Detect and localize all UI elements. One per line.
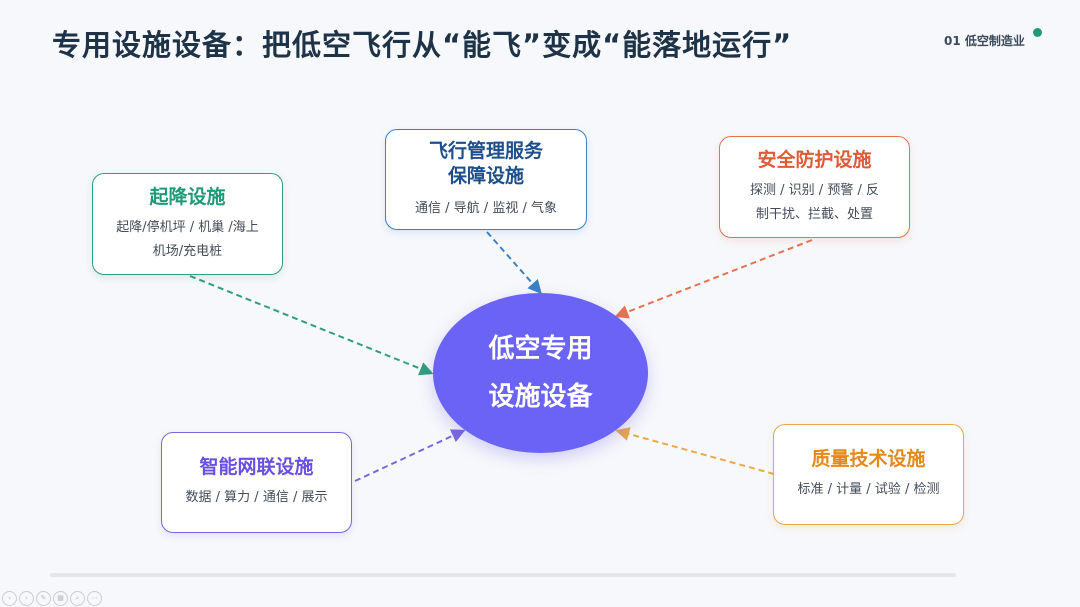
node-desc-line2: 机场/充电桩	[152, 243, 223, 259]
connector-quality	[615, 427, 775, 475]
next-icon[interactable]: ›	[19, 591, 34, 606]
page-title: 专用设施设备：把低空飞行从“能飞”变成“能落地运行”	[52, 28, 793, 62]
node-desc: 通信 / 导航 / 监视 / 气象	[415, 200, 557, 216]
node-flight-service-facilities: 飞行管理服务 保障设施 通信 / 导航 / 监视 / 气象	[385, 129, 587, 230]
connector-security	[614, 239, 813, 319]
grid-icon[interactable]: ▦	[53, 591, 68, 606]
node-title: 起降设施	[149, 185, 226, 208]
node-smart-network-facilities: 智能网联设施 数据 / 算力 / 通信 / 展示	[161, 432, 352, 533]
node-title: 质量技术设施	[811, 448, 926, 470]
section-dot-icon	[1033, 28, 1042, 37]
central-hub-node: 低空专用 设施设备	[433, 293, 648, 453]
node-desc-line2: 制干扰、拦截、处置	[755, 206, 873, 222]
connector-launch	[189, 275, 434, 376]
node-launch-facilities: 起降设施 起降/停机坪 / 机巢 /海上 机场/充电桩	[92, 173, 283, 275]
connector-flight	[486, 231, 542, 295]
bottom-divider	[50, 573, 956, 577]
section-tag: 01 低空制造业	[944, 34, 1025, 48]
prev-icon[interactable]: ‹	[2, 591, 17, 606]
connector-smart	[354, 429, 466, 482]
node-desc-line1: 探测 / 识别 / 预警 / 反	[750, 182, 879, 198]
hub-line1: 低空专用	[488, 334, 593, 364]
pen-icon[interactable]: ✎	[36, 591, 51, 606]
node-title-line1: 飞行管理服务	[428, 139, 543, 162]
more-icon[interactable]: ⋯	[87, 591, 102, 606]
node-title-line2: 保障设施	[447, 164, 524, 187]
node-security-facilities: 安全防护设施 探测 / 识别 / 预警 / 反 制干扰、拦截、处置	[719, 136, 910, 238]
hub-line2: 设施设备	[488, 382, 593, 412]
node-desc: 标准 / 计量 / 试验 / 检测	[797, 482, 940, 497]
node-desc-line1: 起降/停机坪 / 机巢 /海上	[116, 219, 259, 235]
zoom-icon[interactable]: ⌕	[70, 591, 85, 606]
node-title: 安全防护设施	[757, 148, 872, 171]
presentation-toolbar: ‹ › ✎ ▦ ⌕ ⋯	[2, 591, 102, 606]
node-desc: 数据 / 算力 / 通信 / 展示	[185, 490, 328, 505]
node-quality-tech-facilities: 质量技术设施 标准 / 计量 / 试验 / 检测	[773, 424, 964, 525]
node-title: 智能网联设施	[199, 456, 314, 478]
